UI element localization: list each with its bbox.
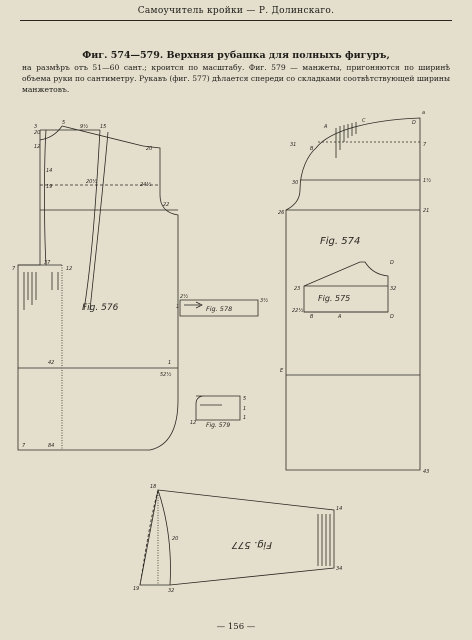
fig-579-label: Fig. 579 (206, 422, 230, 429)
fig-576-mark: 12 (34, 144, 40, 150)
fig-576-mark: 20½ (86, 178, 97, 185)
fig-577-drawing (139, 489, 335, 586)
fig-576-label: Fig. 576 (82, 303, 119, 313)
fig-574-mark: 7 (423, 142, 427, 148)
running-head: Самоучитель кройки — Р. Долинскаго. (137, 6, 335, 16)
fig-575-label: Fig. 575 (318, 294, 350, 303)
fig-577-mark: 32 (168, 588, 174, 594)
fig-574-mark: 43 (423, 469, 429, 475)
fig-577-mark: 19 (133, 586, 139, 592)
fig-576-mark: 5 (62, 120, 65, 126)
page-number: — 156 — (216, 622, 256, 632)
fig-574-mark: 30 (292, 180, 298, 186)
fig-575-mark: B (310, 314, 314, 320)
fig-575-mark: D (390, 314, 394, 320)
fig-575-mark: D (390, 260, 394, 266)
fig-574-mark: 31 (290, 142, 296, 148)
fig-576-mark: 14 (46, 168, 52, 174)
fig-575-drawing (303, 261, 389, 313)
fig-576-mark: 1 (168, 360, 171, 366)
fig-578-drawing (179, 299, 259, 317)
fig-575-mark: A (337, 314, 342, 320)
fig-577-mark: 18 (150, 484, 156, 490)
fig-574-mark: E (280, 368, 284, 374)
fig-579-mark: 5 (243, 396, 246, 402)
fig-574-mark: A (323, 124, 328, 130)
fig-576-mark: 37 (44, 260, 51, 266)
fig-576-mark: 84 (48, 443, 54, 449)
fig-576-mark: 20 (34, 130, 40, 136)
fig-574-label: Fig. 574 (320, 236, 360, 247)
fig-576-mark: 52½ (160, 371, 171, 378)
fig-578-mark: 3½ (260, 297, 268, 304)
fig-576-mark: 9½ (80, 123, 88, 130)
fig-574-mark: 26 (278, 210, 284, 216)
fig-576-drawing (17, 125, 179, 451)
fig-579-drawing (195, 395, 241, 421)
header-rule (20, 20, 452, 21)
figure-title: Фиг. 574—579. Верхняя рубашка для полных… (82, 50, 390, 61)
fig-576-mark: 7 (22, 443, 26, 449)
fig-574-mark: a (422, 110, 425, 116)
fig-576-mark: 15 (100, 124, 106, 130)
fig-576-mark: 12 (66, 266, 72, 272)
fig-577-mark: 14 (336, 506, 342, 512)
fig-575-mark: 32 (390, 286, 396, 292)
fig-579-mark: 1 (243, 406, 246, 412)
fig-577-mark: 20 (172, 536, 178, 542)
figure-caption: на размѣръ отъ 51—60 сант.; кроится по м… (22, 63, 450, 94)
fig-579-mark: 1 (243, 415, 246, 421)
fig-576-mark: 42 (48, 360, 54, 366)
fig-577-mark: 34 (336, 566, 342, 572)
fig-576-mark: 20 (146, 146, 152, 152)
fig-578-mark: 1 (176, 304, 179, 310)
fig-576-mark: 3 (34, 124, 37, 130)
fig-576-mark: 7 (12, 266, 16, 272)
fig-574-mark: 21 (423, 208, 429, 214)
fig-574-drawing (285, 117, 421, 471)
fig-574-mark: C (362, 118, 366, 124)
fig-576-mark: 22 (163, 202, 169, 208)
fig-574-mark: D (412, 120, 416, 126)
fig-574-mark: B (310, 146, 314, 152)
fig-575-mark: 22½ (292, 307, 303, 314)
fig-579-mark: 12 (190, 420, 196, 426)
fig-578-mark: 2½ (180, 293, 188, 300)
fig-577-label: Fig. 577 (231, 539, 272, 550)
fig-576-mark: 24½ (140, 181, 151, 188)
fig-575-mark: 23 (294, 286, 300, 292)
fig-576-mark: 19 (46, 184, 52, 190)
fig-574-mark: 1½ (423, 177, 431, 184)
fig-578-label: Fig. 578 (206, 305, 232, 313)
